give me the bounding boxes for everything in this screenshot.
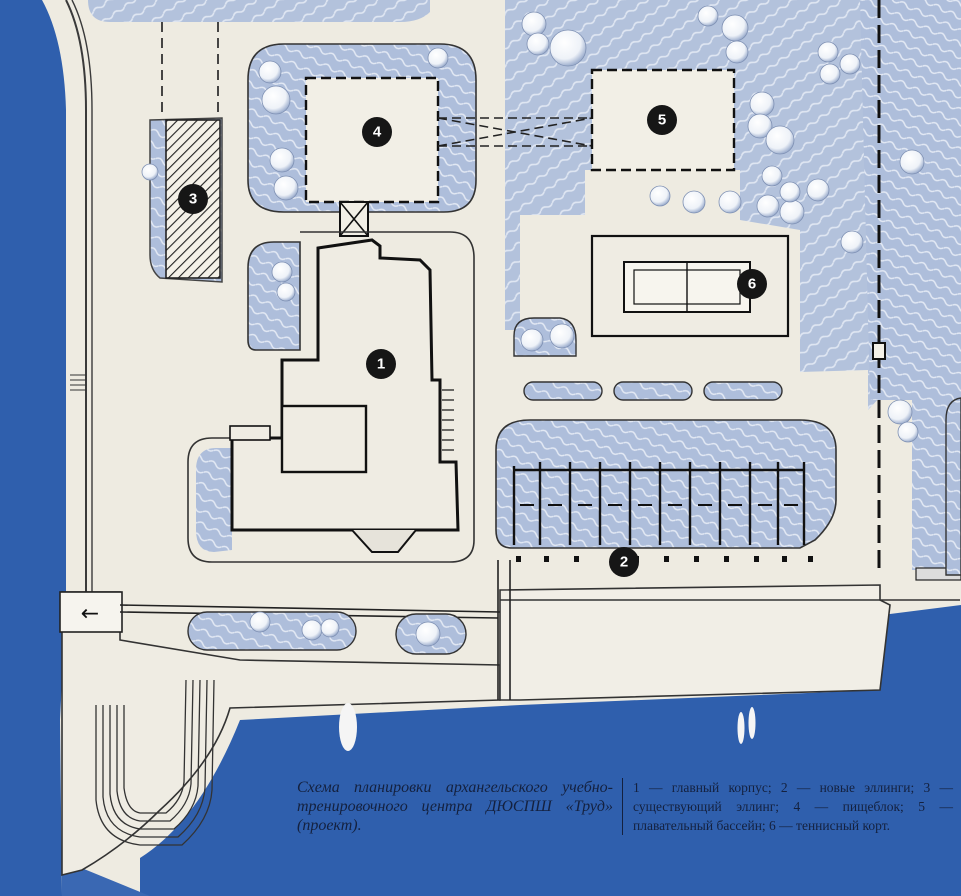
- main-building-porch: [229, 425, 271, 441]
- entrance-arrow: ←: [81, 602, 99, 627]
- svg-text:3: 3: [189, 191, 197, 208]
- marker-2: 2: [609, 547, 639, 577]
- lawn-strip-2: [613, 381, 693, 401]
- existing-boathouse: [165, 119, 221, 279]
- boat-2: [737, 712, 745, 744]
- trees: [141, 5, 925, 647]
- main-building-south-lawn: [196, 448, 232, 552]
- shore-road-2: [71, 0, 93, 595]
- lawn-east: [945, 397, 961, 576]
- svg-text:6: 6: [748, 276, 756, 293]
- caption-title: Схема планировки архангельского учебно-т…: [297, 779, 613, 834]
- lawn-strip-1: [523, 381, 603, 401]
- main-building-grounds: [187, 231, 475, 563]
- marker-1: 1: [366, 349, 396, 379]
- marker-5: 5: [647, 105, 677, 135]
- new-boathouses: [512, 462, 806, 545]
- shore-road: [65, 0, 87, 595]
- main-building-stairs: [442, 389, 454, 451]
- boat-1: [339, 703, 357, 751]
- main-building-inner-court: [280, 404, 368, 474]
- water-left: [0, 0, 66, 896]
- caption-legend: 1 — главный корпус; 2 — новые эллинги; 3…: [622, 778, 953, 835]
- top-lawn: [88, 0, 430, 22]
- svg-text:5: 5: [658, 112, 666, 129]
- marker-3: 3: [178, 184, 208, 214]
- main-building-entry: [351, 529, 417, 553]
- svg-text:2: 2: [620, 554, 628, 571]
- covered-walkway-cross: [339, 201, 369, 237]
- fence-gate: [872, 342, 886, 360]
- lawn-strip-3: [703, 381, 783, 401]
- marker-6: 6: [737, 269, 767, 299]
- harbour-quay: [499, 584, 891, 701]
- svg-text:4: 4: [373, 124, 382, 141]
- boat-ramp: [95, 679, 215, 846]
- water-bottom: [140, 605, 961, 896]
- lawn-boathouses: [495, 419, 837, 549]
- marker-4: 4: [362, 117, 392, 147]
- svg-text:1: 1: [377, 356, 385, 373]
- canteen-pool-connection: [437, 117, 593, 147]
- shore-stairs: [70, 374, 86, 391]
- boat-3: [748, 707, 756, 739]
- terrain-strip: [860, 0, 961, 570]
- quay: [61, 591, 501, 877]
- entrance-gate: [59, 591, 123, 633]
